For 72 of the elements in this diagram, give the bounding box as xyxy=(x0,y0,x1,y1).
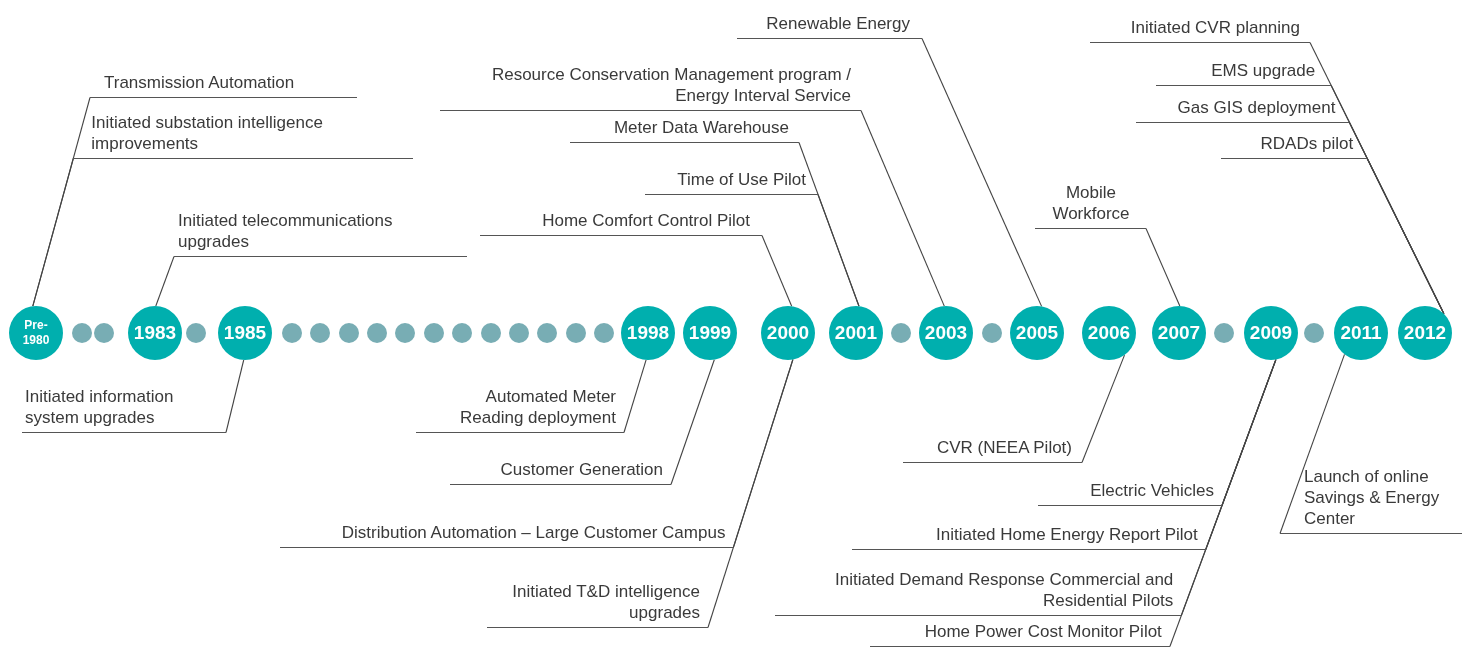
milestone-label: Mobile Workforce xyxy=(1035,182,1146,229)
timeline-dot xyxy=(310,323,330,343)
timeline-dot xyxy=(1214,323,1234,343)
milestone-label: CVR (NEEA Pilot) xyxy=(903,437,1082,463)
milestone-label: Transmission Automation xyxy=(90,72,357,98)
year-circle: 2012 xyxy=(1398,306,1452,360)
milestone-label: Home Power Cost Monitor Pilot xyxy=(870,621,1170,647)
timeline-dot xyxy=(339,323,359,343)
timeline-dot xyxy=(481,323,501,343)
milestone-label: Resource Conservation Management program / Energy Interval Service xyxy=(440,64,861,111)
timeline-dot xyxy=(72,323,92,343)
milestone-label: Initiated substation intelligence improvements xyxy=(73,112,413,159)
milestone-label: Electric Vehicles xyxy=(1038,480,1223,506)
year-circle: 2009 xyxy=(1244,306,1298,360)
milestone-label: RDADs pilot xyxy=(1221,133,1368,159)
leader-line xyxy=(860,109,945,307)
year-circle: 2006 xyxy=(1082,306,1136,360)
year-circle: 1985 xyxy=(218,306,272,360)
milestone-label: Gas GIS deployment xyxy=(1136,97,1350,123)
year-circle: Pre- 1980 xyxy=(9,306,63,360)
leader-line xyxy=(623,359,647,434)
year-circle: 2011 xyxy=(1334,306,1388,360)
milestone-label: Initiated telecommunications upgrades xyxy=(174,210,467,257)
timeline-dot xyxy=(395,323,415,343)
timeline-dot xyxy=(282,323,302,343)
milestone-label: Automated Meter Reading deployment xyxy=(416,386,624,433)
milestone-label: EMS upgrade xyxy=(1156,60,1332,86)
leader-line xyxy=(761,234,793,307)
year-circle: 2003 xyxy=(919,306,973,360)
timeline-dot xyxy=(424,323,444,343)
year-circle: 2001 xyxy=(829,306,883,360)
timeline-dot xyxy=(982,323,1002,343)
leader-line xyxy=(1081,354,1126,464)
milestone-label: Initiated information system upgrades xyxy=(22,386,226,433)
leader-line xyxy=(707,358,794,629)
timeline-dot xyxy=(186,323,206,343)
milestone-label: Meter Data Warehouse xyxy=(570,117,799,143)
milestone-label: Customer Generation xyxy=(450,459,671,485)
leader-line xyxy=(670,359,715,486)
milestone-label: Launch of online Savings & Energy Center xyxy=(1280,466,1462,534)
timeline-dot xyxy=(367,323,387,343)
year-circle: 1999 xyxy=(683,306,737,360)
timeline-dot xyxy=(509,323,529,343)
leader-line xyxy=(1145,227,1181,307)
milestone-label: Time of Use Pilot xyxy=(645,169,818,195)
leader-line xyxy=(225,359,245,434)
year-circle: 2000 xyxy=(761,306,815,360)
timeline-dot xyxy=(1304,323,1324,343)
timeline-dot xyxy=(94,323,114,343)
milestone-label: Renewable Energy xyxy=(737,13,922,39)
leader-line xyxy=(1366,157,1445,315)
timeline-dot xyxy=(537,323,557,343)
milestone-label: Home Comfort Control Pilot xyxy=(480,210,762,236)
milestone-label: Initiated Demand Response Commercial and Residential Pilots xyxy=(775,569,1182,616)
milestone-label: Initiated T&D intelligence upgrades xyxy=(487,581,708,628)
year-circle: 2007 xyxy=(1152,306,1206,360)
timeline-dot xyxy=(452,323,472,343)
year-circle: 2005 xyxy=(1010,306,1064,360)
leader-line xyxy=(32,157,74,307)
timeline-dot xyxy=(594,323,614,343)
leader-line xyxy=(1169,359,1277,648)
leader-line xyxy=(1279,353,1346,535)
timeline-dot xyxy=(891,323,911,343)
milestone-label: Initiated Home Energy Report Pilot xyxy=(852,524,1206,550)
milestone-label: Initiated CVR planning xyxy=(1090,17,1310,43)
timeline-dot xyxy=(566,323,586,343)
leader-line xyxy=(921,37,1043,307)
year-circle: 1983 xyxy=(128,306,182,360)
leader-line xyxy=(155,255,175,307)
leader-line xyxy=(817,193,860,307)
year-circle: 1998 xyxy=(621,306,675,360)
milestone-label: Distribution Automation – Large Customer Campus xyxy=(280,522,734,548)
